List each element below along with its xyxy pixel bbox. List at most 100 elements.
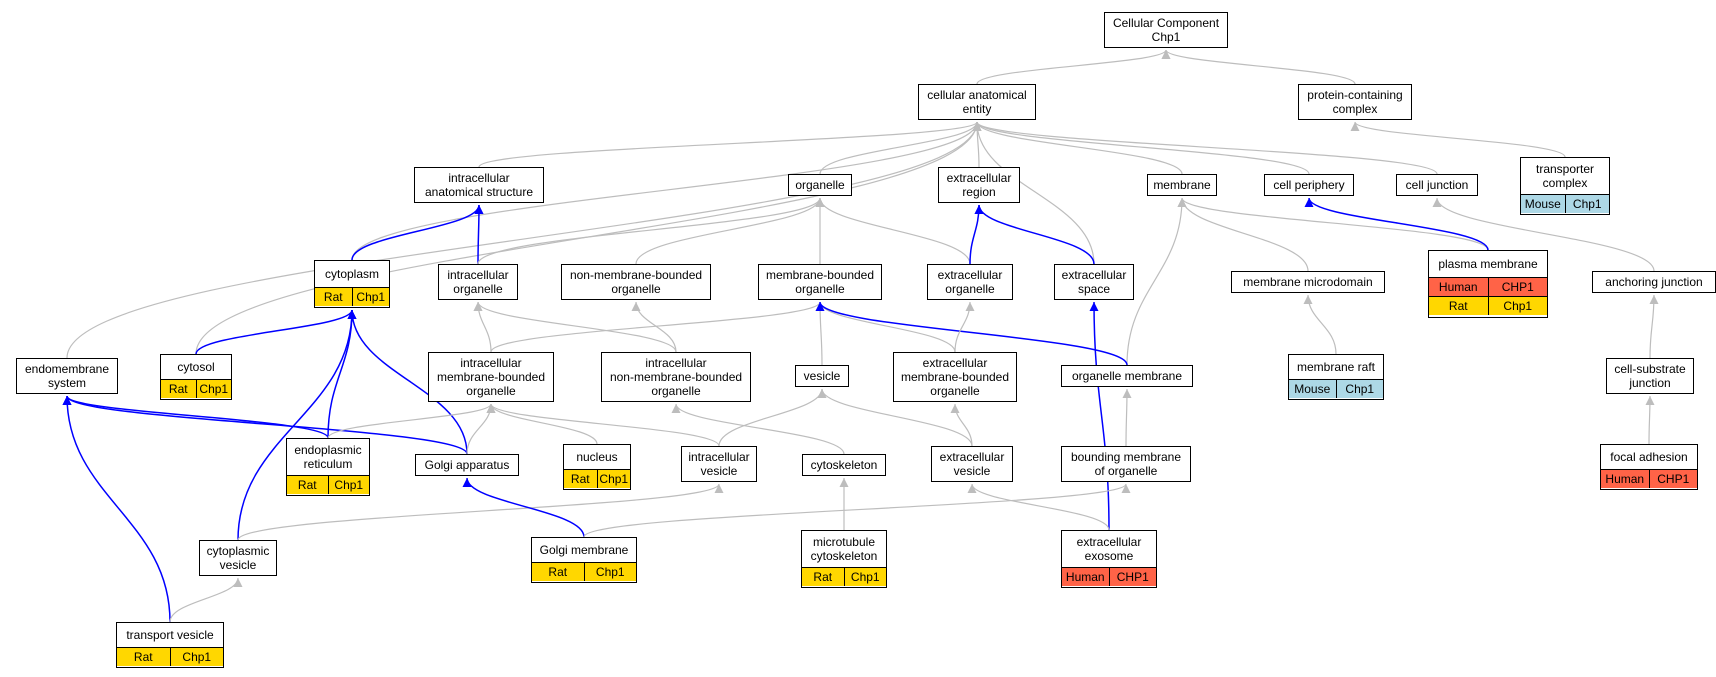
node-mem[interactable]: membrane xyxy=(1147,174,1217,196)
node-label: cytoplasmic vesicle xyxy=(206,543,270,572)
node-label: anchoring junction xyxy=(1605,274,1703,289)
node-label: cytoplasm xyxy=(324,266,380,281)
node-mmd[interactable]: membrane microdomain xyxy=(1231,271,1385,293)
gene-cell: Chp1 xyxy=(1564,194,1610,213)
node-label: transporter complex xyxy=(1535,161,1595,190)
edge-om-to-mbo xyxy=(815,301,1128,366)
gene-cell: CHP1 xyxy=(1648,469,1698,488)
edge-om-to-mem xyxy=(1126,197,1187,366)
node-bmo[interactable]: bounding membrane of organelle xyxy=(1061,446,1191,482)
node-mbo[interactable]: membrane-bounded organelle xyxy=(758,264,882,300)
edge-eo-to-er xyxy=(969,204,984,265)
species-cell: Human xyxy=(1438,280,1478,294)
node-cae[interactable]: cellular anatomical entity xyxy=(918,84,1036,120)
node-ves[interactable]: vesicle xyxy=(795,365,849,387)
edge-nuc-to-imbo xyxy=(486,403,598,445)
edge-tc-to-pcc xyxy=(1350,121,1566,158)
species-cell: Rat xyxy=(133,649,153,664)
node-embo[interactable]: extracellular membrane-bounded organelle xyxy=(893,352,1017,402)
gene-cell: CHP1 xyxy=(1487,278,1548,296)
edge-es-to-er xyxy=(974,204,1095,265)
edge-endo-to-cyto xyxy=(327,309,357,439)
node-nmbo[interactable]: non-membrane-bounded organelle xyxy=(561,264,711,300)
edge-exo-to-ev xyxy=(967,483,1110,531)
node-csk[interactable]: cytoskeleton xyxy=(802,454,886,476)
node-imbo[interactable]: intracellular membrane-bounded organelle xyxy=(428,352,554,402)
node-ems[interactable]: endomembrane system xyxy=(16,358,118,394)
node-cv[interactable]: cytoplasmic vesicle xyxy=(199,540,277,576)
node-es[interactable]: extracellular space xyxy=(1054,264,1134,300)
node-label: extracellular region xyxy=(946,170,1012,199)
node-iv[interactable]: intracellular vesicle xyxy=(681,446,757,482)
edge-fa-to-csj xyxy=(1645,395,1655,445)
edge-embo-to-eo xyxy=(954,301,975,353)
node-ias[interactable]: intracellular anatomical structure xyxy=(414,167,544,203)
edge-inmbo-to-io xyxy=(473,301,677,353)
node-golgi[interactable]: Golgi apparatus xyxy=(415,454,519,476)
edge-mmd-to-mem xyxy=(1177,197,1309,272)
node-aj[interactable]: anchoring junction xyxy=(1592,271,1716,293)
node-label: extracellular organelle xyxy=(937,267,1003,296)
node-label: extracellular exosome xyxy=(1076,534,1142,563)
gene-cell: Chp1 xyxy=(1487,297,1548,315)
edge-ems-to-cae xyxy=(66,121,982,359)
node-inmbo[interactable]: intracellular non-membrane-bounded organ… xyxy=(601,352,751,402)
node-label: plasma membrane xyxy=(1438,257,1538,271)
node-er[interactable]: extracellular region xyxy=(938,167,1020,203)
node-label: endoplasmic reticulum xyxy=(294,442,362,471)
edge-golgi-to-ems xyxy=(62,395,468,455)
node-label: cell junction xyxy=(1405,177,1469,192)
species-cell: Mouse xyxy=(1294,381,1331,396)
node-label: Cellular Component Chp1 xyxy=(1112,15,1220,44)
node-csj[interactable]: cell-substrate junction xyxy=(1606,358,1694,394)
node-org[interactable]: organelle xyxy=(788,174,852,196)
node-label: cytosol xyxy=(177,359,215,374)
edge-bmo-to-om xyxy=(1122,388,1132,447)
edges-group xyxy=(62,49,1659,623)
edge-pm-to-cp xyxy=(1304,197,1489,251)
node-ev[interactable]: extracellular vesicle xyxy=(931,446,1013,482)
node-io[interactable]: intracellular organelle xyxy=(438,264,518,300)
edge-gm-to-golgi xyxy=(462,477,585,538)
node-label: microtubule cytoskeleton xyxy=(810,534,878,563)
node-label: non-membrane-bounded organelle xyxy=(569,267,703,296)
node-label: intracellular anatomical structure xyxy=(424,170,534,199)
node-om[interactable]: organelle membrane xyxy=(1061,365,1193,387)
node-root[interactable]: Cellular Component Chp1 xyxy=(1104,12,1228,48)
node-label: cell periphery xyxy=(1273,177,1345,192)
node-pcc[interactable]: protein-containing complex xyxy=(1298,84,1412,120)
species-cell: Mouse xyxy=(1524,196,1561,211)
node-cj[interactable]: cell junction xyxy=(1396,174,1478,196)
edge-imbo-to-mbo xyxy=(490,301,825,353)
edge-cyto-to-ias xyxy=(351,204,484,261)
edge-cytosol-to-cae xyxy=(195,121,982,355)
species-cell: Human xyxy=(1605,471,1645,486)
species-cell: Rat xyxy=(297,477,317,492)
node-label: cytoskeleton xyxy=(810,457,878,472)
node-label: membrane-bounded organelle xyxy=(765,267,875,296)
edge-pm-to-mem xyxy=(1177,197,1489,251)
node-label: extracellular vesicle xyxy=(939,449,1005,478)
node-cp[interactable]: cell periphery xyxy=(1264,174,1354,196)
node-eo[interactable]: extracellular organelle xyxy=(927,264,1013,300)
